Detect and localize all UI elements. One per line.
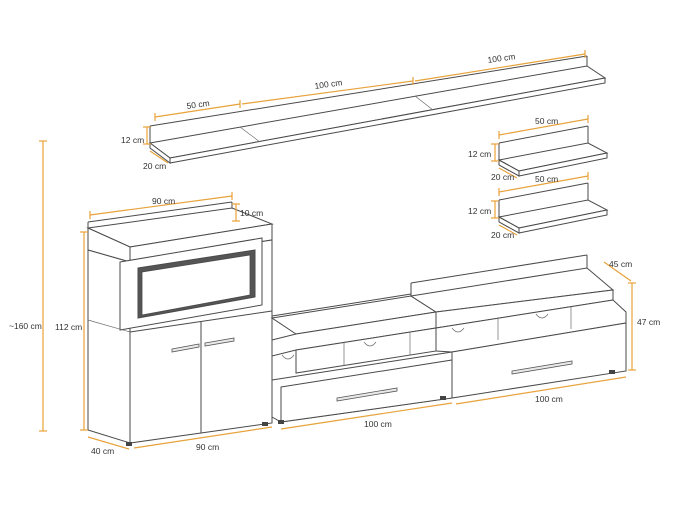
door-handle-left: [171, 343, 200, 353]
long-wall-shelf: [148, 55, 607, 164]
door-handle-right: [204, 337, 235, 347]
label-depth-40: 40 cm: [91, 446, 114, 456]
long-shelf-dimensions: 50 cm 100 cm 100 cm 12 cm 20 cm: [121, 50, 586, 171]
highboard-cabinet: [86, 201, 274, 446]
label-shelf-100-b: 100 cm: [487, 51, 516, 65]
label-shelf-50: 50 cm: [186, 98, 210, 111]
label-top-90: 90 cm: [152, 196, 175, 206]
drawer-handle-1: [336, 387, 398, 402]
label-total-160: ~160 cm: [9, 321, 42, 331]
label-width-90: 90 cm: [196, 442, 219, 452]
label-tv-height-47: 47 cm: [637, 317, 660, 327]
label-shelf-20: 20 cm: [143, 161, 166, 171]
small-shelf-2-dimensions: 50 cm 12 cm 20 cm: [468, 172, 589, 240]
label-small-shelf-1-12: 12 cm: [468, 149, 491, 159]
tv-unit-2: [409, 254, 627, 399]
small-wall-shelf-2: [497, 182, 609, 234]
highboard-dimensions: 90 cm 10 cm 112 cm ~160 cm 40 cm 90 cm: [9, 140, 273, 456]
label-top-10: 10 cm: [240, 208, 263, 218]
label-tv-unit-1-100: 100 cm: [364, 419, 392, 429]
label-small-shelf-2-20: 20 cm: [491, 230, 514, 240]
label-small-shelf-2-12: 12 cm: [468, 206, 491, 216]
small-wall-shelf-1: [497, 125, 609, 177]
label-tv-unit-2-100: 100 cm: [535, 394, 563, 404]
label-small-shelf-2-50: 50 cm: [535, 174, 558, 184]
label-tv-depth-45: 45 cm: [609, 259, 632, 269]
tv-unit-1-dimensions: 100 cm: [280, 402, 453, 430]
small-shelf-1-dimensions: 50 cm 12 cm 20 cm: [468, 115, 589, 182]
tv-unit-2-dimensions: 100 cm 45 cm 47 cm: [455, 259, 660, 405]
drawer-handle-2: [511, 360, 573, 375]
label-small-shelf-1-50: 50 cm: [535, 116, 558, 126]
label-height-112: 112 cm: [55, 322, 82, 332]
label-shelf-100-a: 100 cm: [314, 77, 343, 91]
label-shelf-12: 12 cm: [121, 135, 144, 145]
label-small-shelf-1-20: 20 cm: [491, 172, 514, 182]
